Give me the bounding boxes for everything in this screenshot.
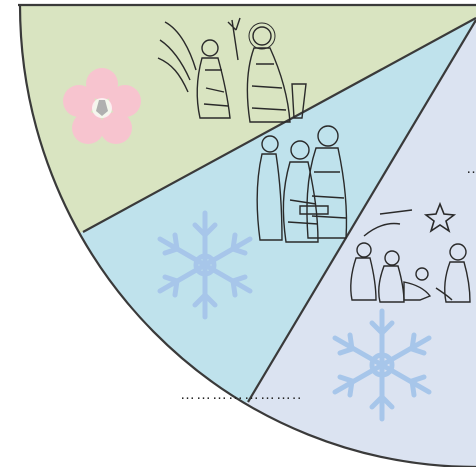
fill-in-dots-top: … xyxy=(466,160,476,177)
fill-in-dots-bottom: ………………….. xyxy=(180,386,302,403)
